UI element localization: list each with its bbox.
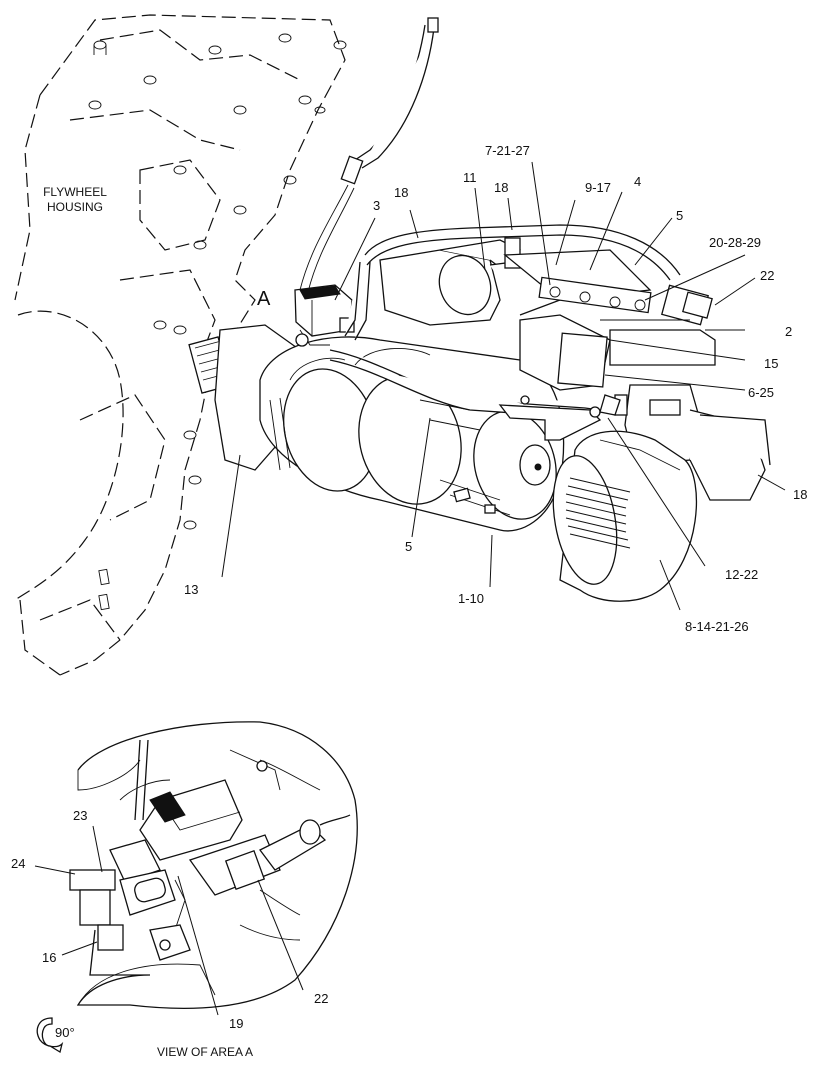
callout-3: 3 bbox=[373, 198, 380, 213]
callout-18-top: 18 bbox=[494, 180, 508, 195]
flywheel-housing-label-1: FLYWHEEL bbox=[43, 185, 107, 199]
callout-11: 11 bbox=[463, 170, 477, 185]
callout-13: 13 bbox=[184, 582, 198, 597]
callout-7-21-27: 7-21-27 bbox=[485, 143, 530, 158]
callout-22-top: 22 bbox=[760, 268, 774, 283]
rotation-label: 90° bbox=[55, 1025, 75, 1040]
relay-3 bbox=[294, 284, 355, 337]
starter-motor bbox=[188, 324, 565, 532]
starter-upper bbox=[379, 237, 652, 326]
callout-20-28-29: 20-28-29 bbox=[709, 235, 761, 250]
detail-callout-23: 23 bbox=[73, 808, 87, 823]
callout-5-bottom: 5 bbox=[405, 539, 412, 554]
flywheel-housing-label-2: HOUSING bbox=[47, 200, 103, 214]
rotation-indicator: 90° bbox=[36, 1017, 75, 1054]
detail-callout-19: 19 bbox=[229, 1016, 243, 1031]
callout-4: 4 bbox=[634, 174, 641, 189]
callout-5-top: 5 bbox=[676, 208, 683, 223]
callouts: FLYWHEEL HOUSING A 7-21-27 11 18 9-17 4 … bbox=[43, 143, 807, 634]
callout-8-14-21-26: 8-14-21-26 bbox=[685, 619, 749, 634]
callout-2: 2 bbox=[785, 324, 792, 339]
bracket bbox=[498, 394, 621, 441]
callout-15: 15 bbox=[764, 356, 778, 371]
rotate-arrow-icon bbox=[36, 1017, 64, 1054]
detail-callout-22: 22 bbox=[314, 991, 328, 1006]
callout-6-25: 6-25 bbox=[748, 385, 774, 400]
callout-12-22: 12-22 bbox=[725, 567, 758, 582]
harness-wire bbox=[299, 17, 439, 293]
leader-lines bbox=[221, 161, 786, 611]
detail-caption: VIEW OF AREA A bbox=[157, 1045, 253, 1059]
area-a-marker: A bbox=[257, 288, 271, 310]
detail-callout-24: 24 bbox=[11, 856, 25, 871]
callout-18-left: 18 bbox=[394, 185, 408, 200]
detail-callout-16: 16 bbox=[42, 950, 56, 965]
filter-cylinder bbox=[552, 430, 698, 602]
callout-9-17: 9-17 bbox=[585, 180, 611, 195]
flywheel-housing bbox=[14, 14, 347, 676]
callout-1-10: 1-10 bbox=[458, 591, 484, 606]
callout-18-right: 18 bbox=[793, 487, 807, 502]
detail-view-area-a: 23 24 16 19 22 bbox=[11, 721, 358, 1031]
